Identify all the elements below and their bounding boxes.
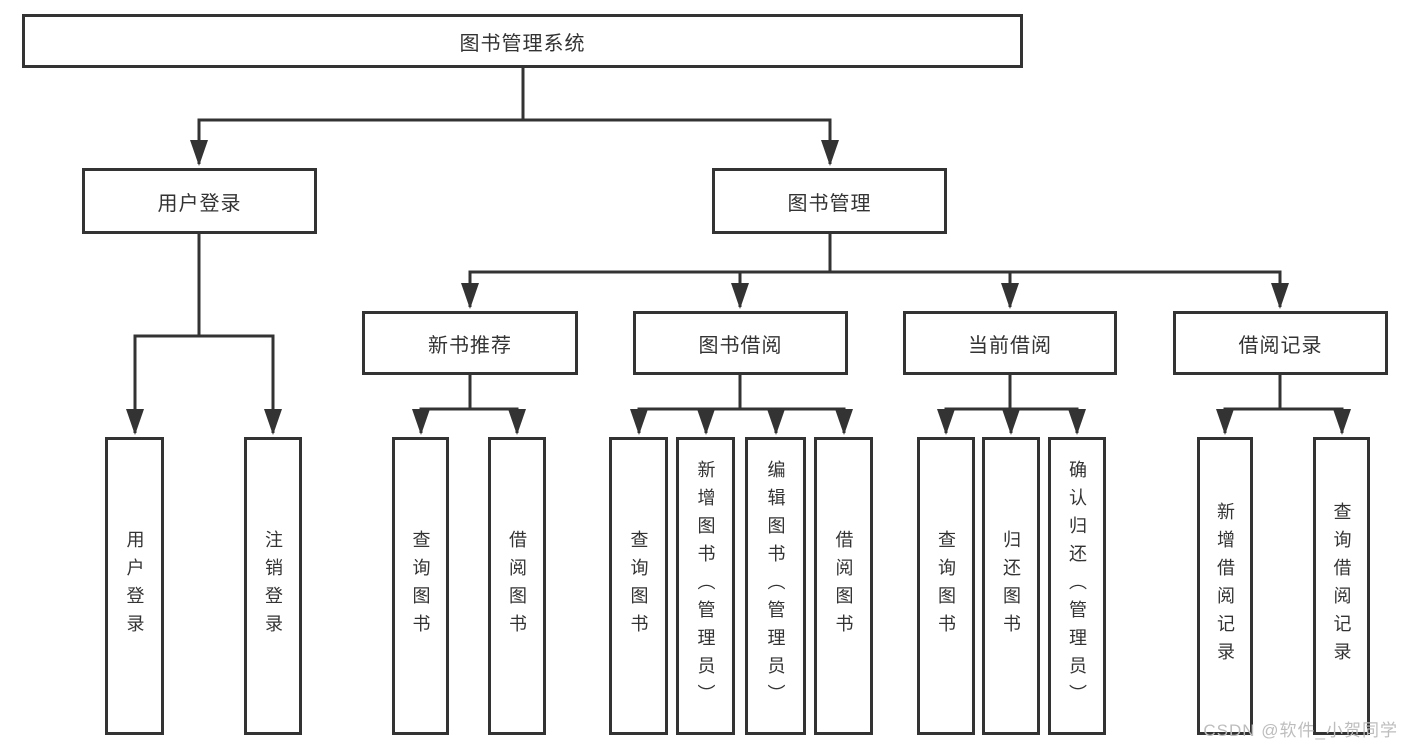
leaf-add-books-admin: 新增图书（管理员） [676, 437, 735, 735]
leaf-edit-books-admin: 编辑图书（管理员） [745, 437, 806, 735]
node-user-login: 用户登录 [82, 168, 317, 234]
node-new-book-recommendation: 新书推荐 [362, 311, 578, 375]
connector-arrows [126, 120, 1351, 435]
leaf-confirm-return-admin: 确认归还（管理员） [1048, 437, 1106, 735]
node-borrowing-records: 借阅记录 [1173, 311, 1388, 375]
node-book-borrowing: 图书借阅 [633, 311, 848, 375]
leaf-borrow-books: 借阅图书 [814, 437, 873, 735]
leaf-query-books-borrow: 查询图书 [609, 437, 668, 735]
leaf-query-books-current: 查询图书 [917, 437, 975, 735]
node-library-management-system: 图书管理系统 [22, 14, 1023, 68]
leaf-logout: 注销登录 [244, 437, 302, 735]
node-current-borrowing: 当前借阅 [903, 311, 1117, 375]
node-book-management: 图书管理 [712, 168, 947, 234]
leaf-add-borrow-record: 新增借阅记录 [1197, 437, 1253, 735]
csdn-watermark: CSDN @软件_小贺同学 [1203, 721, 1398, 740]
leaf-return-books: 归还图书 [982, 437, 1040, 735]
leaf-user-login: 用户登录 [105, 437, 164, 735]
leaf-borrow-books-recommend: 借阅图书 [488, 437, 546, 735]
leaf-query-books-recommend: 查询图书 [392, 437, 449, 735]
leaf-query-borrow-record: 查询借阅记录 [1313, 437, 1370, 735]
